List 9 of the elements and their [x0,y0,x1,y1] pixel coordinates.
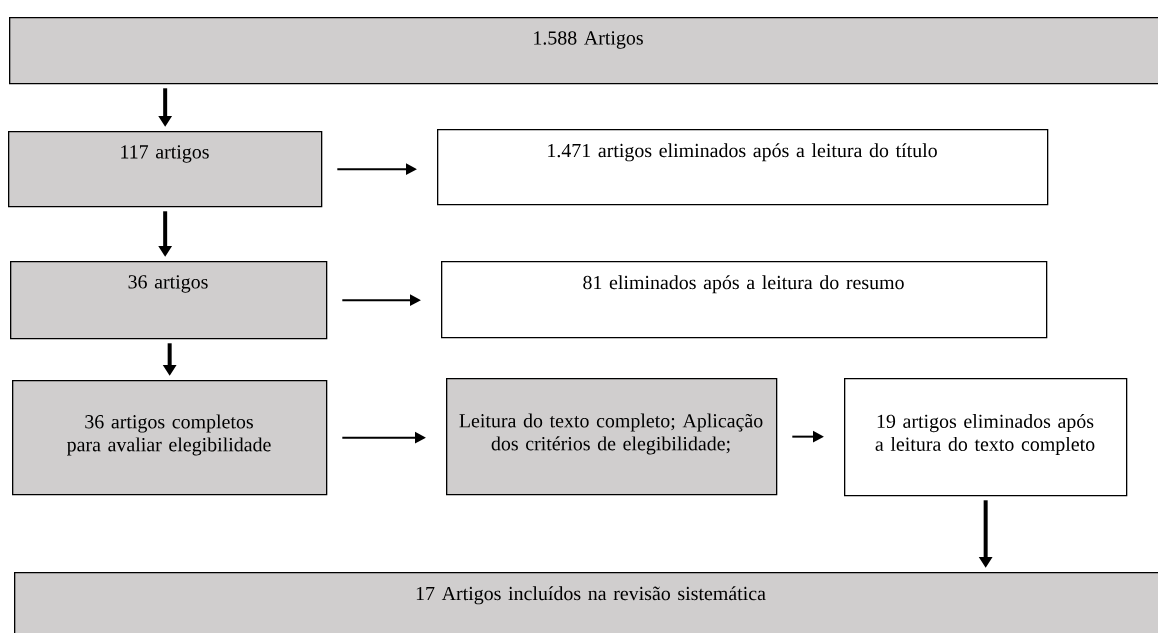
process-box: 19 artigos eliminados após a leitura do texto completo [844,378,1128,497]
process-box: 36 artigos completos para avaliar elegibilidade [12,380,328,496]
process-box: 117 artigos [8,131,323,208]
process-box: 1.471 artigos eliminados após a leitura do título [437,129,1049,206]
process-box: 1.588 Artigos [9,17,1158,85]
process-box: 81 eliminados após a leitura do resumo [441,261,1048,339]
process-box: Leitura do texto completo; Aplicação dos critérios de elegibilidade; [446,378,778,496]
process-box: 36 artigos [10,261,328,340]
process-box: 17 Artigos incluídos na revisão sistemática [14,572,1158,633]
